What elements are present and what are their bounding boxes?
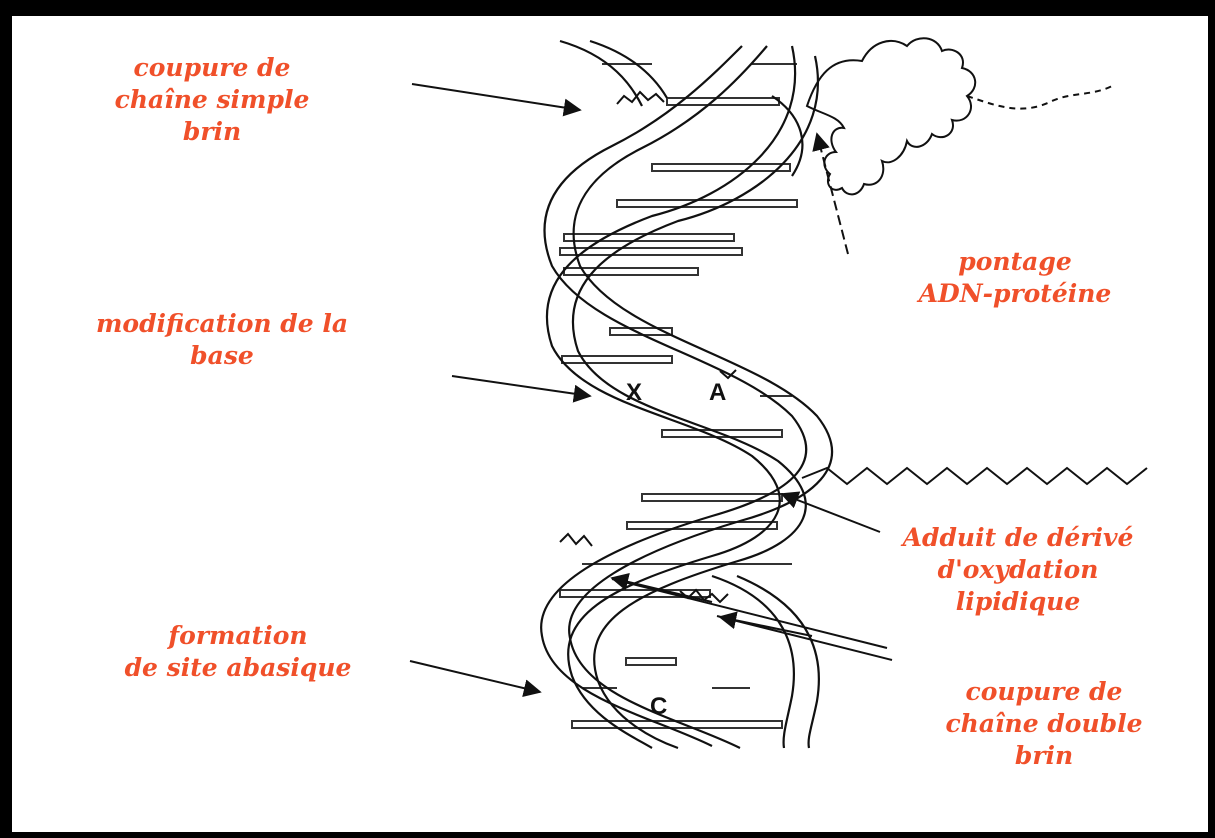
arrow-abasic-site <box>410 661 540 692</box>
diagram-frame: X A C coupure de chaîne simple brin pont… <box>12 16 1208 832</box>
base-pair-rungs <box>560 98 797 728</box>
label-lipid-oxidation-adduct: Adduit de dérivé d'oxydation lipidique <box>903 522 1134 618</box>
protein-blob <box>807 38 975 194</box>
label-double-strand-break: coupure de chaîne double brin <box>945 676 1142 772</box>
base-a: A <box>709 379 726 406</box>
arrow-lipid-adduct <box>782 494 880 532</box>
base-x: X <box>626 379 642 406</box>
base-c: C <box>650 693 667 720</box>
label-base-modification: modification de la base <box>96 308 348 372</box>
lipid-chain-zigzag <box>802 468 1147 484</box>
protein-tail <box>967 86 1112 109</box>
arrow-single-strand-break <box>412 84 580 110</box>
label-abasic-site: formation de site abasique <box>125 620 352 684</box>
callout-arrows <box>410 84 880 692</box>
label-dna-protein-crosslink: pontage ADN-protéine <box>919 246 1112 310</box>
arrow-base-modification <box>452 376 590 396</box>
label-single-strand-break: coupure de chaîne simple brin <box>115 52 310 148</box>
